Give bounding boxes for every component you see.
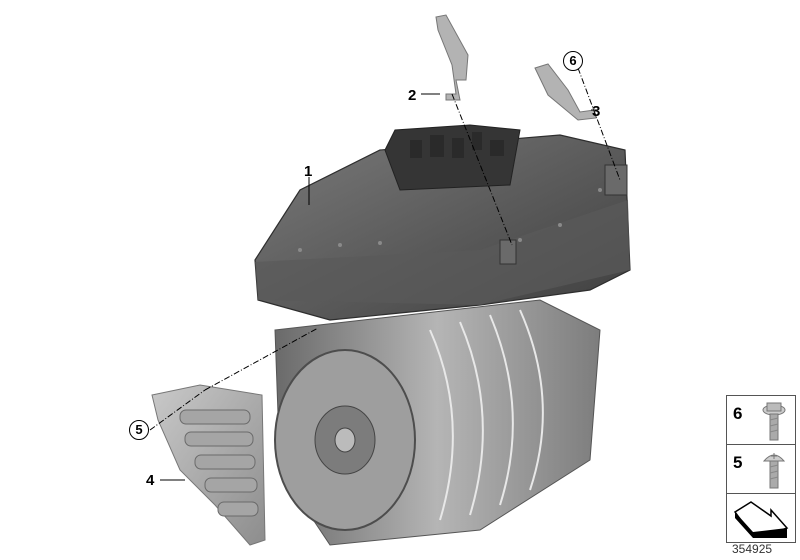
pan-head-torx-screw-icon xyxy=(762,453,786,489)
leader-lines xyxy=(149,67,621,481)
callout-2[interactable]: 2 xyxy=(408,87,417,104)
bracket-left xyxy=(435,14,469,101)
direction-arrow-icon xyxy=(733,501,789,538)
diagram-id: 354925 xyxy=(732,542,773,556)
legend-item-direction xyxy=(727,494,795,542)
callout-6-circled[interactable]: 6 xyxy=(563,51,583,71)
cover-plate xyxy=(151,384,266,546)
callout-1[interactable]: 1 xyxy=(304,163,313,180)
electronics-housing xyxy=(254,124,631,321)
motor-body xyxy=(274,299,601,546)
callout-3[interactable]: 3 xyxy=(592,103,601,120)
legend-item-6[interactable]: 6 xyxy=(727,396,795,445)
callout-5-circled[interactable]: 5 xyxy=(129,420,149,440)
legend-num: 5 xyxy=(733,453,743,472)
legend-item-5[interactable]: 5 xyxy=(727,445,795,494)
flange-hex-screw-icon xyxy=(762,402,786,441)
hardware-legend: 6 5 xyxy=(726,395,796,543)
legend-num: 6 xyxy=(733,404,743,423)
callout-4[interactable]: 4 xyxy=(146,472,155,489)
